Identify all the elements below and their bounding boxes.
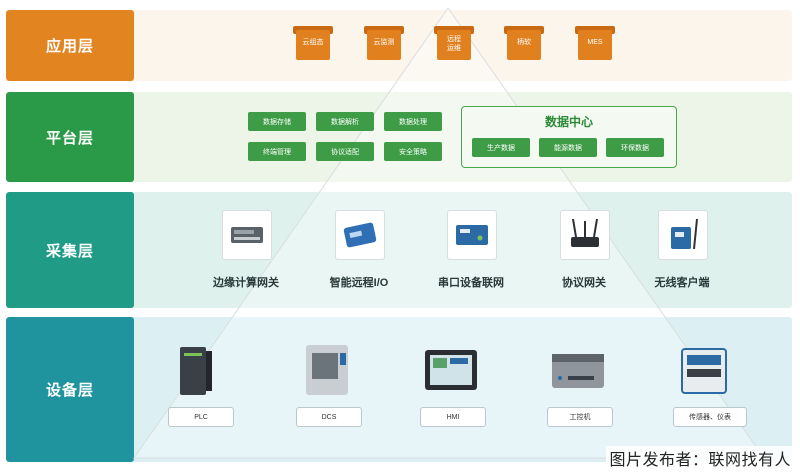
collection-label-serial-networking: 串口设备联网 (438, 277, 504, 289)
dcs-icon (306, 345, 348, 395)
dc-btn-production-data[interactable]: 生产数据 (472, 138, 530, 157)
device-tag-sensor-meter: 传感器、仪表 (673, 407, 747, 427)
platform-btn-data-storage[interactable]: 数据存储 (248, 112, 306, 131)
data-center-title: 数据中心 (544, 115, 593, 129)
watermark: 图片发布者：联网找有人 (606, 446, 794, 470)
collection-label-wireless-client: 无线客户端 (654, 277, 710, 289)
device-tag-dcs: DCS (296, 407, 362, 427)
collection-label-protocol-gateway: 协议网关 (562, 277, 606, 289)
dc-btn-energy-data[interactable]: 能源数据 (539, 138, 597, 157)
serial-device-server-icon[interactable] (447, 210, 497, 260)
device-layer: 设备层 (6, 317, 792, 462)
industrial-pc-icon (552, 354, 604, 388)
platform-btn-data-process[interactable]: 数据处理 (384, 112, 442, 131)
hmi-icon (425, 350, 477, 390)
platform-btn-data-parse[interactable]: 数据解析 (316, 112, 374, 131)
app-item-cloud-config[interactable]: 云组态 (291, 22, 335, 66)
platform-btn-protocol-adapt[interactable]: 协议适配 (316, 142, 374, 161)
platform-layer-label: 平台层 (6, 92, 134, 182)
device-tag-hmi: HMI (420, 407, 486, 427)
smart-remote-io-icon[interactable] (335, 210, 385, 260)
app-item-cloud-monitor[interactable]: 云监测 (362, 22, 406, 66)
dc-btn-environment-data[interactable]: 环保数据 (606, 138, 664, 157)
collection-layer-label: 采集层 (6, 192, 134, 308)
wireless-client-icon[interactable] (658, 210, 708, 260)
app-item-mes[interactable]: MES (573, 22, 617, 66)
plc-icon (180, 347, 212, 395)
platform-btn-terminal-mgmt[interactable]: 终端管理 (248, 142, 306, 161)
device-layer-label: 设备层 (6, 317, 134, 462)
edge-gateway-icon[interactable] (222, 210, 272, 260)
device-tag-industrial-pc: 工控机 (547, 407, 613, 427)
collection-label-edge-gateway: 边缘计算网关 (213, 277, 279, 289)
app-item-remote-ops[interactable]: 远程 运维 (432, 22, 476, 66)
platform-btn-security-policy[interactable]: 安全策略 (384, 142, 442, 161)
application-layer-label: 应用层 (6, 10, 134, 81)
protocol-gateway-icon[interactable] (560, 210, 610, 260)
data-center-panel: 数据中心 生产数据 能源数据 环保数据 (461, 106, 677, 168)
device-tag-plc: PLC (168, 407, 234, 427)
app-item-software[interactable]: 柄软 (502, 22, 546, 66)
collection-label-remote-io: 智能远程I/O (329, 277, 389, 289)
sensor-meter-icon (681, 348, 727, 394)
